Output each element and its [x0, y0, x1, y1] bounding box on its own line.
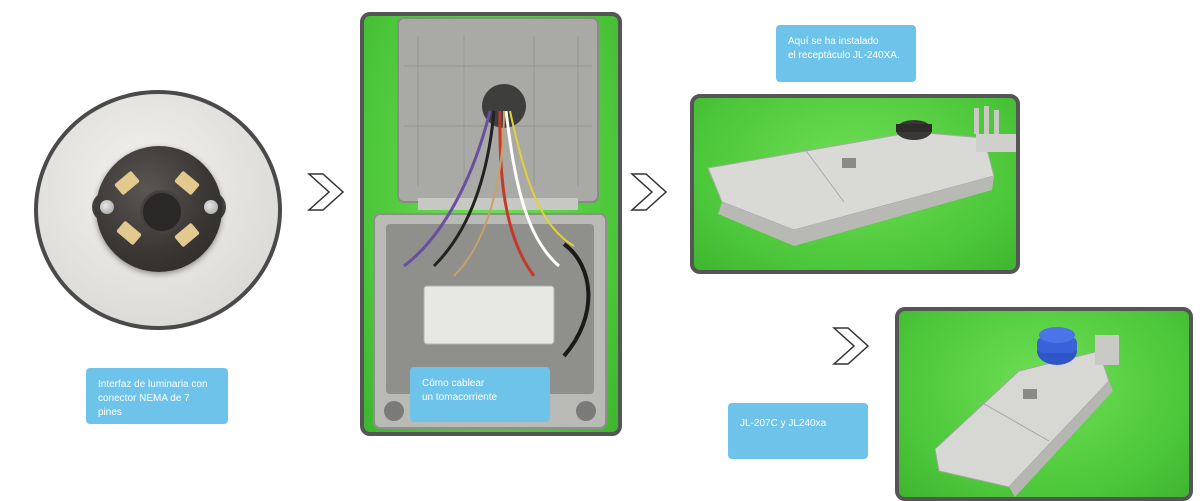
caption-line: JL-207C y JL240xa: [740, 418, 827, 429]
caption-nema-interface: Interfaz de luminaria con conector NEMA …: [86, 368, 228, 424]
chevron-right-icon: [630, 173, 668, 211]
caption-line: el receptáculo JL-240XA.: [788, 50, 900, 61]
chevron-right-icon: [832, 327, 870, 365]
caption-line: un tomacorriente: [422, 392, 498, 403]
photocell-luminaire-photo: [895, 307, 1193, 501]
installed-receptacle-photo: [690, 94, 1020, 274]
caption-wiring: Cómo cablear un tomacorriente: [410, 367, 550, 422]
chevron-right-icon: [307, 173, 345, 211]
caption-line: Aquí se ha instalado: [788, 36, 879, 47]
caption-line: Interfaz de luminaria con: [98, 379, 208, 390]
caption-models: JL-207C y JL240xa: [728, 403, 868, 459]
caption-line: conector NEMA de 7 pines: [98, 393, 190, 418]
nema-connector-photo: [34, 90, 282, 330]
caption-line: Cómo cablear: [422, 378, 485, 389]
caption-installed-receptacle: Aquí se ha instalado el receptáculo JL-2…: [776, 25, 916, 82]
